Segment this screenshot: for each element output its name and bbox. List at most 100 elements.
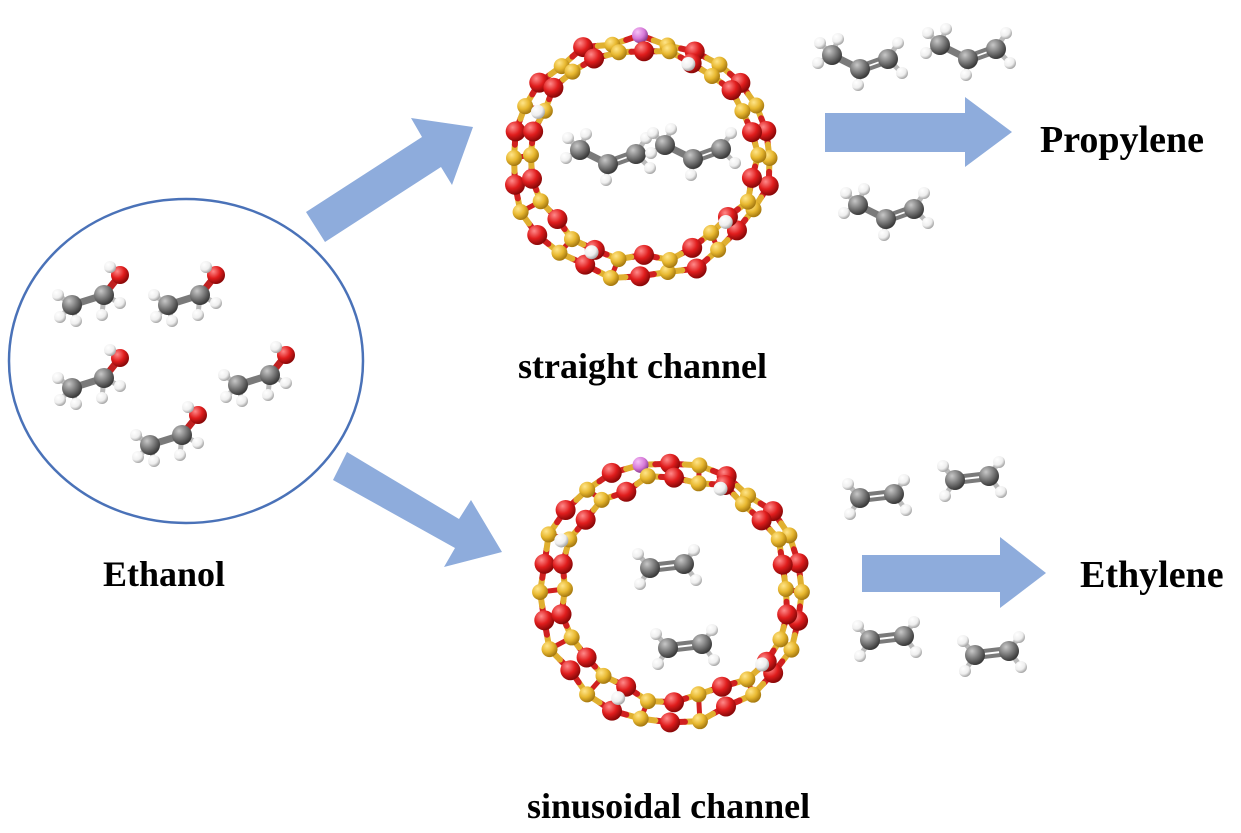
hydrogen-atom (562, 132, 574, 144)
carbon-atom (850, 488, 870, 508)
hydrogen-atom (690, 574, 702, 586)
oxygen-atom (547, 209, 568, 230)
hydrogen-atom (713, 481, 728, 496)
carbon-atom (570, 140, 590, 160)
silicon-atom (734, 103, 751, 120)
propylene-label: Propylene (1040, 119, 1204, 161)
ethanol-molecule (52, 261, 129, 327)
hydrogen-atom (584, 245, 599, 260)
carbon-atom (979, 466, 999, 486)
oxygen-atom (715, 696, 736, 717)
hydrogen-atom (729, 157, 741, 169)
carbon-atom (876, 209, 896, 229)
oxygen-atom (601, 700, 622, 721)
hydrogen-atom (174, 449, 186, 461)
hydrogen-atom (814, 37, 826, 49)
carbon-atom (692, 634, 712, 654)
carbon-atom (260, 365, 280, 385)
hydrogen-atom (908, 616, 920, 628)
hydrogen-atom (842, 478, 854, 490)
silicon-atom (734, 496, 751, 513)
hydrogen-atom (530, 104, 545, 119)
silicon-atom (610, 44, 627, 61)
hydrogen-atom (812, 57, 824, 69)
ethylene-molecule (632, 544, 702, 590)
carbon-atom (62, 378, 82, 398)
silicon-atom (691, 713, 708, 730)
hydrogen-atom (236, 395, 248, 407)
carbon-atom (965, 645, 985, 665)
carbon-atom (986, 39, 1006, 59)
oxygen-atom (742, 122, 763, 143)
hydrogen-atom (1000, 27, 1012, 39)
silicon-atom (512, 204, 529, 221)
hydrogen-atom (1015, 661, 1027, 673)
hydrogen-atom (995, 486, 1007, 498)
silicon-atom (522, 147, 539, 163)
silicon-atom (563, 231, 580, 248)
hydrogen-atom (166, 315, 178, 327)
hydrogen-atom (993, 456, 1005, 468)
ethylene-molecule (852, 616, 922, 662)
hydrogen-atom (54, 394, 66, 406)
silicon-atom (532, 584, 549, 600)
silicon-atom (593, 491, 610, 508)
molecule-layer (52, 23, 1027, 677)
hydrogen-atom (148, 455, 160, 467)
oxygen-atom (111, 349, 129, 367)
ethylene-label: Ethylene (1080, 554, 1224, 596)
hydrogen-atom (922, 27, 934, 39)
hydrogen-atom (688, 544, 700, 556)
oxygen-atom (575, 509, 596, 530)
hydrogen-atom (918, 187, 930, 199)
oxygen-atom (616, 481, 637, 502)
hydrogen-atom (922, 217, 934, 229)
hydrogen-atom (840, 187, 852, 199)
ethylene-molecule (842, 474, 912, 520)
silicon-atom (793, 584, 810, 600)
hydrogen-atom (192, 309, 204, 321)
hydrogen-atom (220, 391, 232, 403)
silicon-atom (690, 686, 707, 703)
hydrogen-atom (262, 389, 274, 401)
hydrogen-atom (652, 658, 664, 670)
oxygen-atom (505, 121, 526, 142)
carbon-atom (999, 641, 1019, 661)
hydrogen-atom (650, 628, 662, 640)
silicon-atom (703, 224, 720, 241)
oxygen-atom (616, 676, 637, 697)
hydrogen-atom (600, 174, 612, 186)
carbon-atom (860, 630, 880, 650)
carbon-atom (158, 295, 178, 315)
hydrogen-atom (959, 665, 971, 677)
hydrogen-atom (920, 47, 932, 59)
arrow-to-sinusoidal-channel (333, 452, 502, 567)
silicon-atom (639, 693, 656, 710)
oxygen-atom (660, 712, 680, 733)
hydrogen-atom (52, 372, 64, 384)
silicon-atom (659, 264, 676, 281)
oxygen-atom (664, 467, 684, 488)
hydrogen-atom (150, 311, 162, 323)
hydrogen-atom (900, 504, 912, 516)
hydrogen-atom (70, 398, 82, 410)
hydrogen-atom (104, 344, 116, 356)
oxygen-atom (601, 462, 622, 483)
oxygen-atom (584, 48, 605, 69)
oxygen-atom (576, 647, 597, 668)
silicon-atom (661, 251, 678, 268)
hydrogen-atom (940, 23, 952, 35)
silicon-atom (770, 531, 787, 548)
silicon-atom (661, 43, 678, 60)
silicon-atom (710, 241, 727, 258)
carbon-atom (930, 35, 950, 55)
hydrogen-atom (844, 508, 856, 520)
carbon-atom (683, 149, 703, 169)
hydrogen-atom (634, 578, 646, 590)
ethanol-label: Ethanol (103, 554, 226, 594)
oxygen-atom (527, 224, 548, 245)
ethylene-molecule (650, 624, 720, 670)
hydrogen-atom (130, 429, 142, 441)
carbon-atom (598, 154, 618, 174)
silicon-atom (711, 56, 728, 73)
